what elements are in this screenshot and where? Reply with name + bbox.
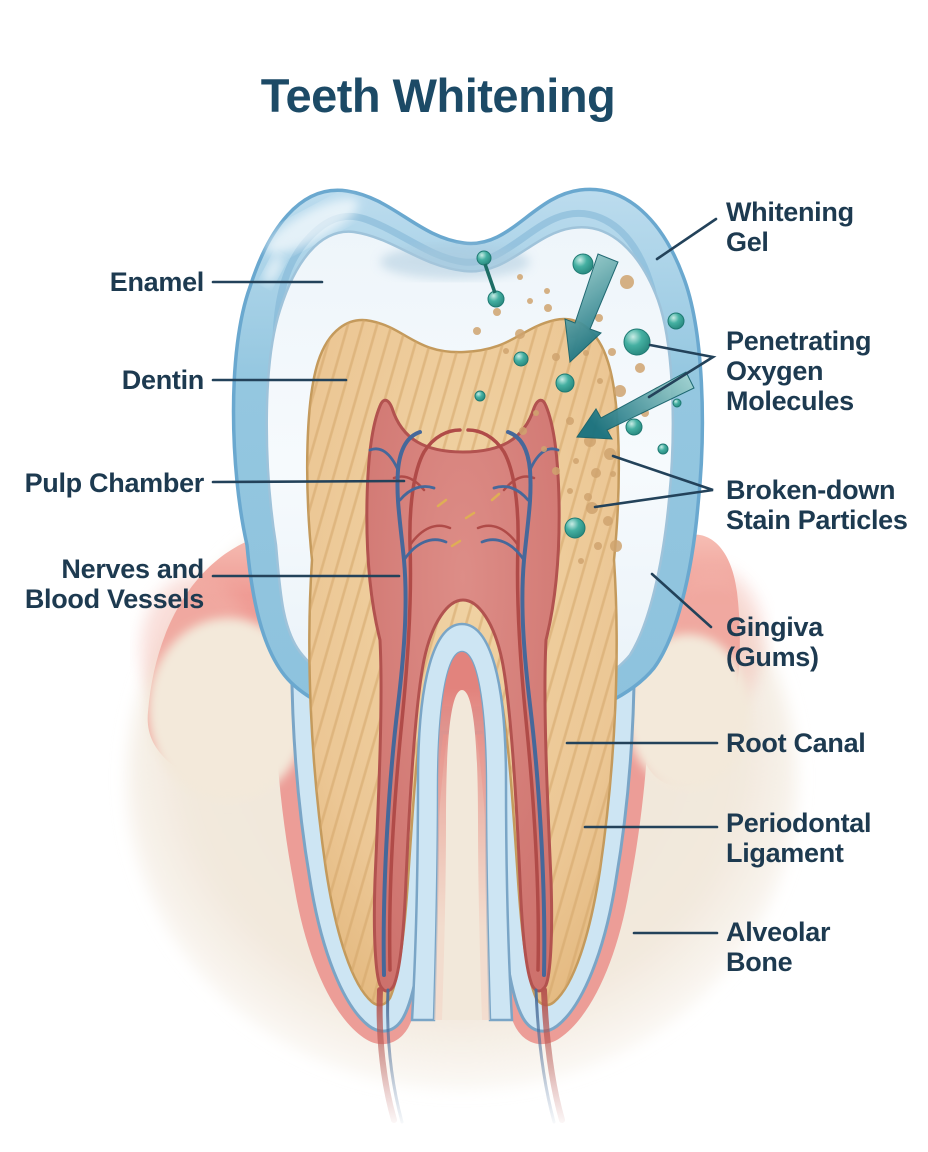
stain-particle <box>578 558 584 564</box>
leader-lines <box>211 217 719 935</box>
oxygen-molecule <box>564 517 586 539</box>
label-alveolar-bone: Alveolar Bone <box>726 917 831 977</box>
right-strand-blue <box>534 988 556 1124</box>
stain-particle <box>544 304 552 312</box>
stain-particle <box>610 471 616 477</box>
stain-particle <box>567 488 573 494</box>
oxygen-molecule <box>672 398 682 408</box>
stain-particle <box>584 493 592 501</box>
label-enamel: Enamel <box>109 267 205 297</box>
stain-particle <box>603 516 613 526</box>
label-pulp-chamber: Pulp Chamber <box>24 468 205 498</box>
oxygen-molecule <box>555 373 575 393</box>
stain-particle <box>533 410 539 416</box>
whitening-gel-leader-line <box>655 217 718 261</box>
stain-particle <box>493 308 501 316</box>
stain-particle <box>595 314 603 322</box>
label-root-canal: Root Canal <box>726 728 866 758</box>
label-penetrating-oxygen-molecules: Penetrating Oxygen Molecules <box>726 326 872 416</box>
oxygen-molecule <box>625 418 643 436</box>
stain-particle <box>541 446 547 452</box>
stain-particle <box>552 353 560 361</box>
stain-particle <box>519 427 527 435</box>
stain-particle <box>566 417 574 425</box>
stain-particle <box>473 327 481 335</box>
molecule-bond-line <box>483 263 497 294</box>
diagram-title: Teeth Whitening <box>260 69 616 122</box>
penetration-arrow-1 <box>564 253 619 364</box>
left-strand-blue <box>386 988 404 1124</box>
blood-vessel-red-left <box>387 428 462 972</box>
oxygen-molecule <box>657 443 669 455</box>
oxygen-molecule <box>474 390 486 402</box>
label-periodontal-ligament: Periodontal Ligament <box>726 808 872 868</box>
oxygen-leader-fork <box>647 343 717 399</box>
stain-particle <box>610 540 622 552</box>
stain-particle <box>517 274 523 280</box>
stain-particle <box>503 348 509 354</box>
stain-particle <box>515 329 525 339</box>
gel-shine-small <box>263 255 283 285</box>
pulp-chamber-leader-line <box>211 479 406 484</box>
right-strand-red <box>541 987 565 1123</box>
left-strand-red <box>376 987 397 1123</box>
label-nerves-blood-vessels: Nerves and Blood Vessels <box>24 554 204 614</box>
label-whitening-gel: Whitening Gel <box>726 197 854 257</box>
stain-particle <box>591 468 601 478</box>
pulp-and-canals <box>365 398 561 1022</box>
left-bone-inner <box>148 618 308 802</box>
apical-vessel-strands <box>376 987 565 1124</box>
stain-particle <box>614 385 626 397</box>
oxygen-molecule <box>487 290 505 308</box>
vessel-blue-branch-1 <box>368 447 448 562</box>
oxygen-molecule <box>623 328 651 356</box>
oxygen-molecule <box>572 253 594 275</box>
gingiva-leader-line <box>650 572 713 629</box>
nerves-blood-vessels <box>368 428 560 977</box>
stain-particle <box>594 542 602 550</box>
stain-particle <box>604 448 616 460</box>
stain-particle <box>583 350 589 356</box>
stain-particle <box>608 348 616 356</box>
nerve-sparks-yellow <box>436 492 501 548</box>
stain-leader-fork <box>593 454 714 509</box>
label-dentin: Dentin <box>121 365 205 395</box>
penetration-arrow-2 <box>576 371 695 440</box>
stain-particle <box>586 502 598 514</box>
oxygen-molecule <box>476 250 492 266</box>
right-bone-inner <box>626 634 750 790</box>
stain-particle <box>544 288 550 294</box>
enamel-top-shadow <box>380 245 530 279</box>
label-gingiva-gums: Gingiva (Gums) <box>726 612 823 672</box>
oxygen-molecule <box>667 312 685 330</box>
stain-particle <box>552 467 560 475</box>
stain-particle <box>620 275 634 289</box>
furcation-bone-inner <box>442 690 482 1020</box>
label-broken-down-stain-particles: Broken-down Stain Particles <box>726 475 908 535</box>
stain-particle <box>527 298 533 304</box>
oxygen-molecule <box>513 351 529 367</box>
gel-shine <box>265 198 359 254</box>
stain-particle <box>635 363 645 373</box>
stain-particle <box>573 458 579 464</box>
stain-particle <box>597 378 603 384</box>
blood-vessel-red-right <box>466 428 541 972</box>
